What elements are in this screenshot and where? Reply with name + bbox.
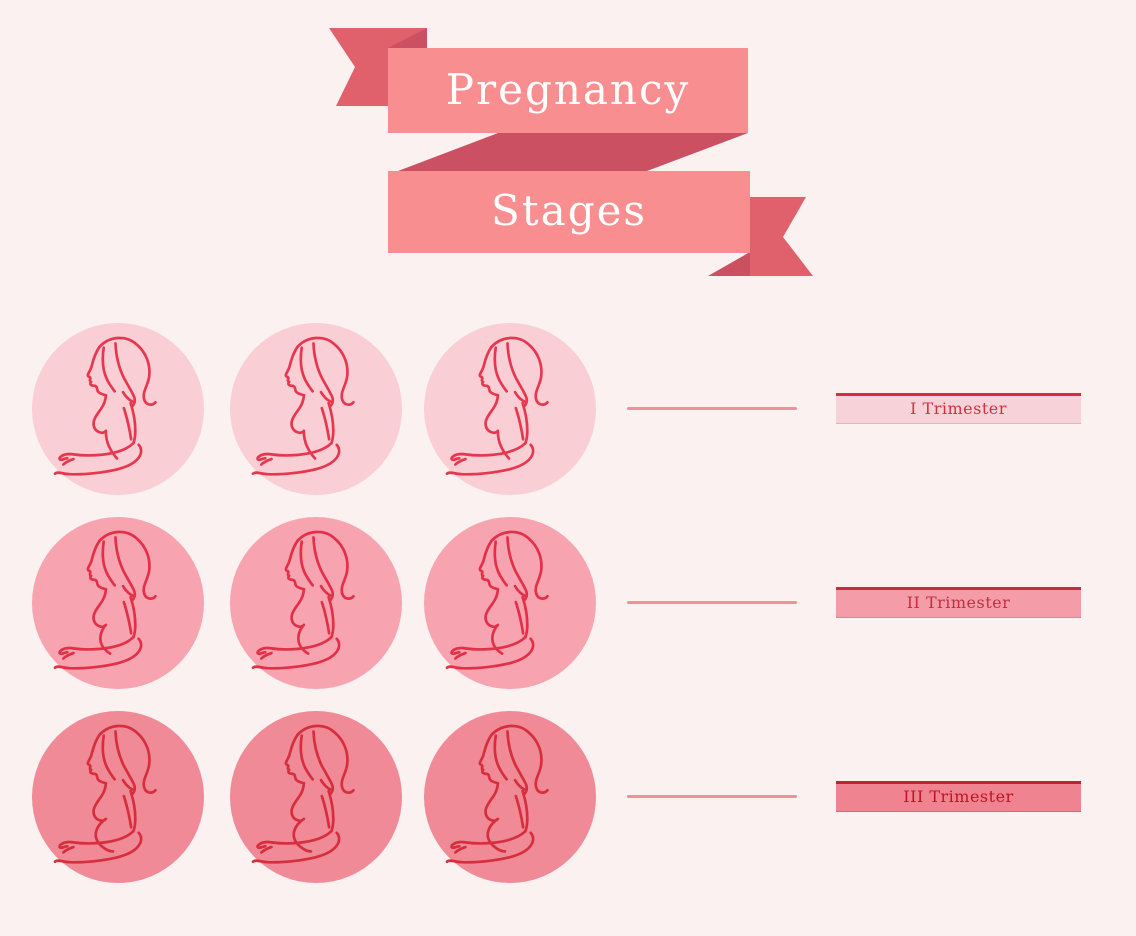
trimester-label-box: II Trimester [836, 587, 1081, 618]
ribbon-top-band [388, 48, 748, 133]
stage-circle [424, 323, 596, 495]
ribbon-left-fold [388, 28, 427, 48]
label-box-top-border [836, 587, 1081, 590]
connector-line [627, 795, 797, 798]
ribbon-right-fold [708, 252, 750, 276]
ribbon-middle-fold [398, 133, 748, 171]
pregnant-woman-icon [34, 325, 202, 493]
label-box-top-border [836, 781, 1081, 784]
label-box-top-border [836, 393, 1081, 396]
ribbon-bottom-band [388, 171, 750, 253]
pregnant-woman-icon [426, 713, 594, 881]
stage-circle [424, 517, 596, 689]
label-box-bottom-border [836, 423, 1081, 424]
connector-line [627, 407, 797, 410]
stage-row-trimester-2: II Trimester [0, 517, 1136, 693]
label-box-bottom-border [836, 617, 1081, 618]
stage-circle [32, 323, 204, 495]
pregnant-woman-icon [426, 325, 594, 493]
connector-line [627, 601, 797, 604]
pregnant-woman-icon [232, 713, 400, 881]
stage-circle [424, 711, 596, 883]
title-line-1: Pregnancy [445, 65, 691, 114]
pregnant-woman-icon [426, 519, 594, 687]
trimester-label: II Trimester [906, 593, 1011, 612]
stage-circle [230, 323, 402, 495]
title-ribbon [329, 28, 813, 276]
stage-circle [32, 711, 204, 883]
trimester-label: I Trimester [910, 399, 1007, 418]
trimester-label-box: III Trimester [836, 781, 1081, 812]
stage-row-trimester-1: I Trimester [0, 323, 1136, 499]
stage-circle [32, 517, 204, 689]
stage-circle [230, 517, 402, 689]
stage-circle [230, 711, 402, 883]
pregnant-woman-icon [232, 519, 400, 687]
title-line-2: Stages [491, 186, 647, 235]
label-box-bottom-border [836, 811, 1081, 812]
pregnant-woman-icon [232, 325, 400, 493]
pregnant-woman-icon [34, 713, 202, 881]
stage-row-trimester-3: III Trimester [0, 711, 1136, 887]
trimester-label: III Trimester [903, 787, 1014, 806]
ribbon-right-tail [748, 197, 813, 276]
trimester-label-box: I Trimester [836, 393, 1081, 424]
pregnant-woman-icon [34, 519, 202, 687]
